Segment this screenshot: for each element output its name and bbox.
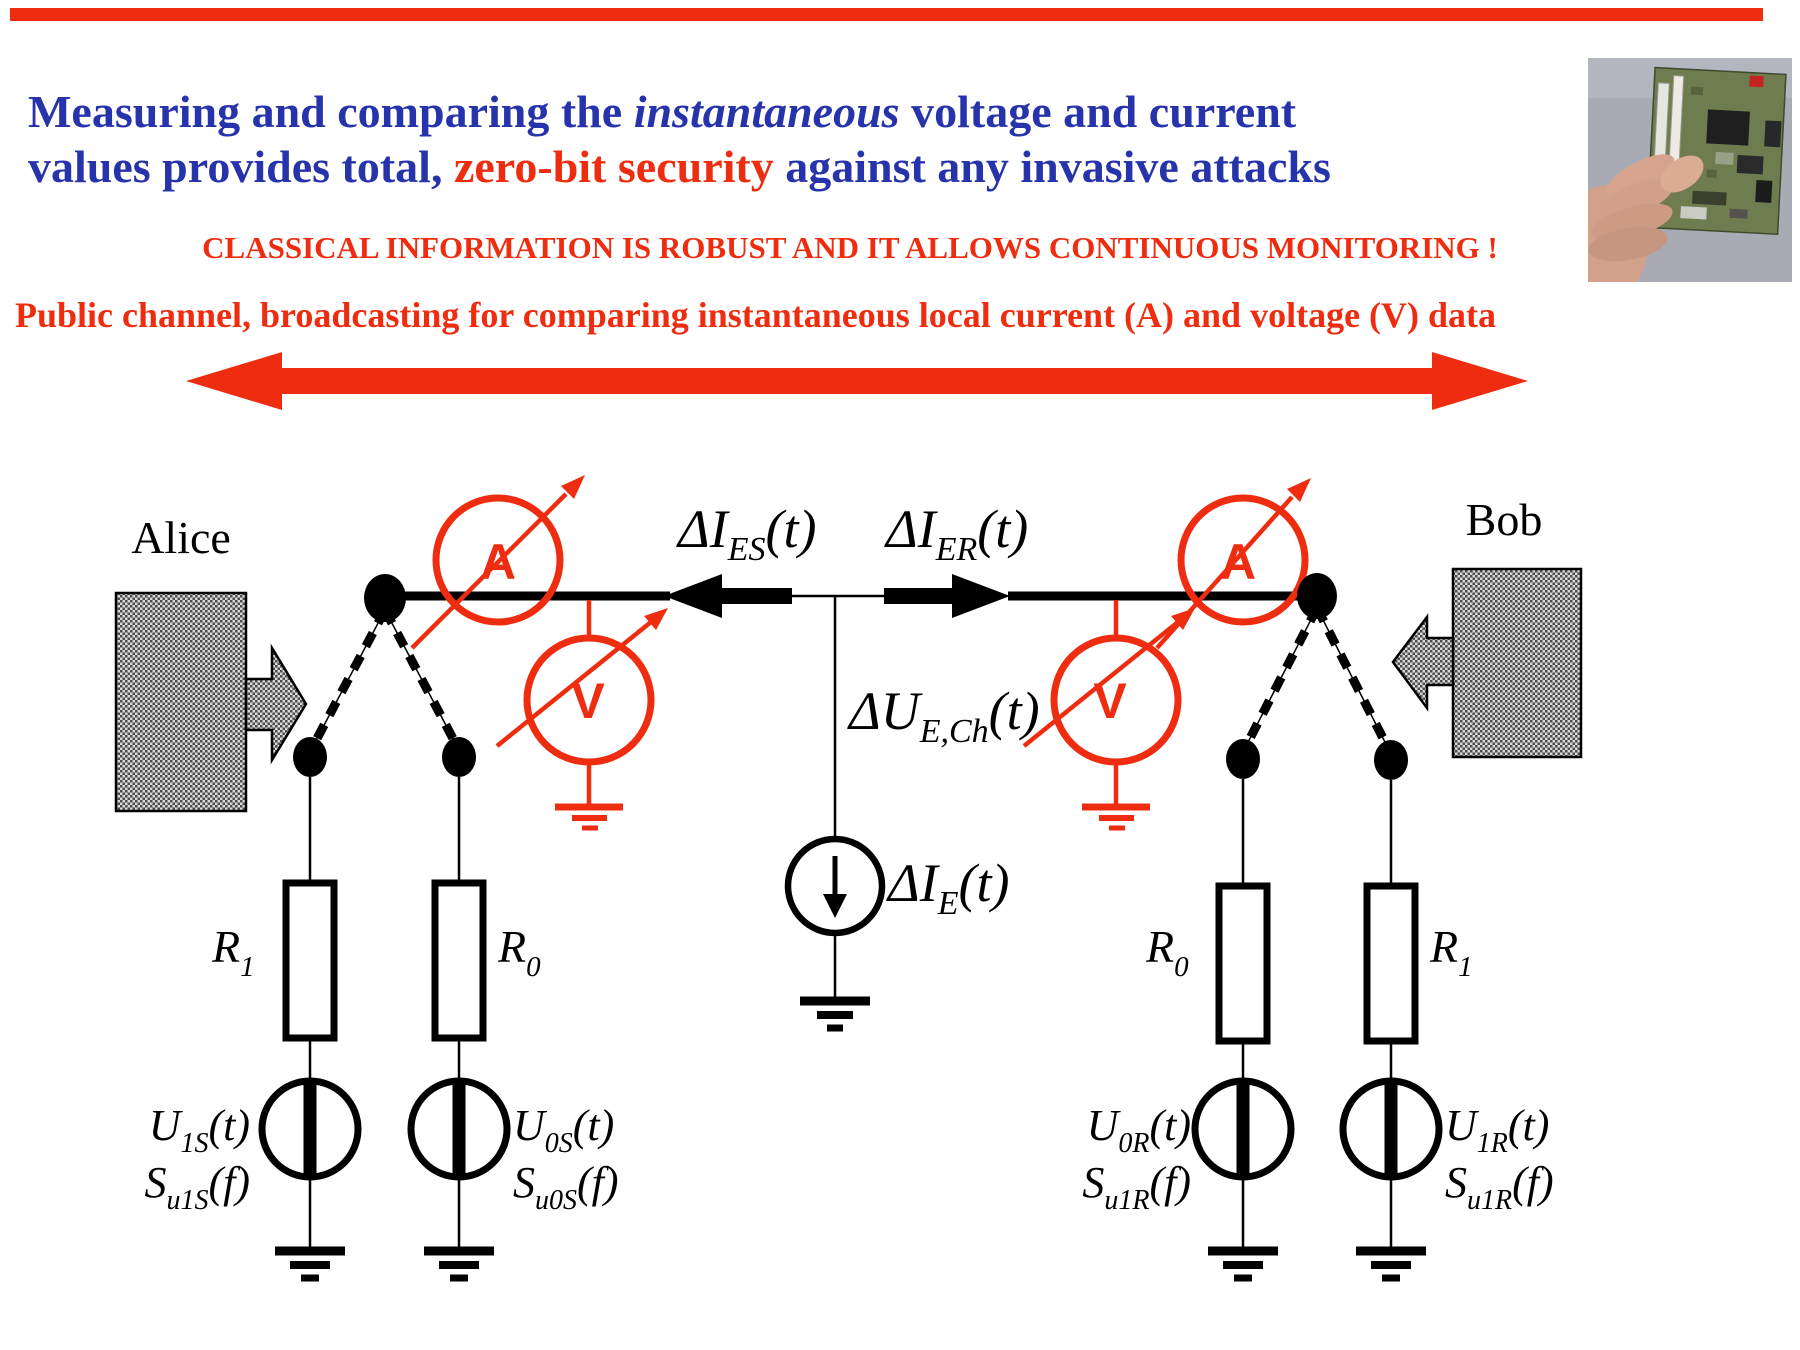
chip	[1706, 109, 1750, 146]
label-delta-i-er: ΔIER(t)	[884, 499, 1028, 568]
label-u1s: U1S(t)	[149, 1101, 250, 1159]
alice-side: Alice	[114, 512, 308, 813]
alice-box	[114, 591, 248, 813]
ammeter-letter: A	[480, 534, 516, 590]
ground-icon	[1208, 1246, 1278, 1282]
label-delta-i-es: ΔIES(t)	[676, 499, 816, 568]
voltmeter-left: V	[495, 600, 668, 831]
circuit-board-photo-art	[1588, 58, 1792, 282]
bob-label: Bob	[1466, 494, 1543, 545]
resistor-icon	[1215, 882, 1271, 1045]
chip	[1736, 155, 1764, 175]
page-title: Measuring and comparing the instantaneou…	[28, 84, 1588, 194]
label-r0-left: R0	[497, 921, 541, 983]
title-line-2: values provides total, zero-bit security…	[28, 139, 1588, 194]
bob-block-arrow-icon	[1391, 613, 1455, 712]
switch-dashed-arm	[1312, 605, 1395, 755]
label-r0-right: R0	[1145, 921, 1189, 983]
meter-needle-arrowhead-icon	[644, 608, 668, 630]
meter-needle	[410, 492, 568, 650]
ammeter-left: A	[410, 475, 585, 650]
branch-right-inner	[1191, 779, 1295, 1282]
voltmeter-letter: V	[1093, 673, 1127, 729]
meter-needle-arrowhead-icon	[561, 475, 585, 499]
ammeter-right: A	[1155, 478, 1311, 650]
switch-dashed-arm	[308, 607, 389, 751]
switch-dashed-arm	[1239, 605, 1322, 753]
meter-needle-arrowhead-icon	[1171, 608, 1195, 630]
ammeter-circle-icon	[432, 494, 564, 626]
ground-icon	[424, 1246, 494, 1282]
current-source-arrowhead-icon	[823, 894, 847, 918]
ammeter-circle-icon	[1177, 494, 1309, 626]
red-ground-icon	[1082, 803, 1150, 831]
alice-block-arrow-icon	[244, 643, 308, 765]
meter-needle	[495, 620, 653, 748]
label-u0s: U0S(t)	[513, 1101, 614, 1159]
voltmeter-right: V	[1022, 600, 1195, 831]
title-text: values provides total,	[28, 141, 454, 192]
title-line-1: Measuring and comparing the instantaneou…	[28, 84, 1588, 139]
top-red-bar	[10, 8, 1763, 21]
label-su1s: Su1S(f)	[144, 1158, 250, 1216]
voltmeter-letter: V	[571, 673, 605, 729]
meter-needle-arrowhead-icon	[1287, 478, 1311, 502]
label-u1r: U1R(t)	[1445, 1101, 1549, 1159]
channel-wire	[385, 574, 1317, 618]
switch-right	[1226, 573, 1408, 780]
ground-icon	[1356, 1246, 1426, 1282]
red-component	[1749, 75, 1764, 88]
subtitle-classical-info: CLASSICAL INFORMATION IS ROBUST AND IT A…	[202, 230, 1498, 265]
node-dot-icon	[364, 574, 406, 622]
current-arrow-right-head-icon	[952, 574, 1010, 618]
label-delta-i-e: ΔIE(t)	[886, 853, 1009, 922]
finger	[1598, 178, 1674, 220]
branch-left-inner	[407, 777, 511, 1282]
label-su0s: Su0S(f)	[513, 1158, 619, 1216]
finger	[1605, 154, 1675, 198]
title-text: Measuring and comparing the	[28, 86, 634, 137]
contact-dot-icon	[1226, 739, 1260, 779]
red-ground-icon	[555, 803, 623, 831]
resistor-icon	[1363, 882, 1419, 1045]
green-circuit-board	[1645, 66, 1787, 236]
resistor-icon	[282, 879, 338, 1042]
title-italic-word: instantaneous	[633, 86, 900, 137]
label-delta-u-ech: ΔUE,Ch(t)	[847, 681, 1040, 750]
bob-box	[1451, 567, 1583, 759]
label-su1r-outer: Su1R(f)	[1445, 1158, 1554, 1216]
title-text: against any invasive attacks	[773, 141, 1331, 192]
title-text: voltage and current	[899, 86, 1297, 137]
circuit-board-photo	[1588, 58, 1792, 282]
resistor-icon	[431, 879, 487, 1042]
thumb	[1660, 155, 1704, 193]
alice-label: Alice	[131, 512, 231, 563]
switch-left	[293, 574, 476, 777]
label-r1-right: R1	[1429, 921, 1473, 983]
ground-icon	[800, 996, 870, 1032]
label-r1-left: R1	[211, 921, 255, 983]
contact-dot-icon	[442, 737, 476, 777]
hand	[1588, 154, 1704, 282]
contact-dot-icon	[293, 737, 327, 777]
label-su1r-inner: Su1R(f)	[1082, 1158, 1191, 1216]
broadcast-double-arrow	[186, 352, 1528, 410]
node-dot-icon	[1297, 573, 1337, 619]
ground-icon	[275, 1246, 345, 1282]
finger	[1591, 203, 1673, 241]
public-channel-caption: Public channel, broadcasting for compari…	[15, 295, 1497, 335]
title-red-phrase: zero-bit security	[453, 141, 774, 192]
bob-side: Bob	[1391, 494, 1583, 759]
meter-needle	[1022, 620, 1180, 748]
branch-right-outer	[1339, 780, 1443, 1282]
label-u0r: U0R(t)	[1087, 1101, 1191, 1159]
current-arrow-left-head-icon	[664, 574, 722, 618]
eavesdropper-branch	[784, 596, 886, 1032]
contact-dot-icon	[1374, 740, 1408, 780]
finger	[1588, 226, 1668, 262]
switch-dashed-arm	[381, 607, 462, 751]
branch-left-outer	[258, 777, 362, 1282]
ammeter-letter: A	[1220, 534, 1256, 590]
